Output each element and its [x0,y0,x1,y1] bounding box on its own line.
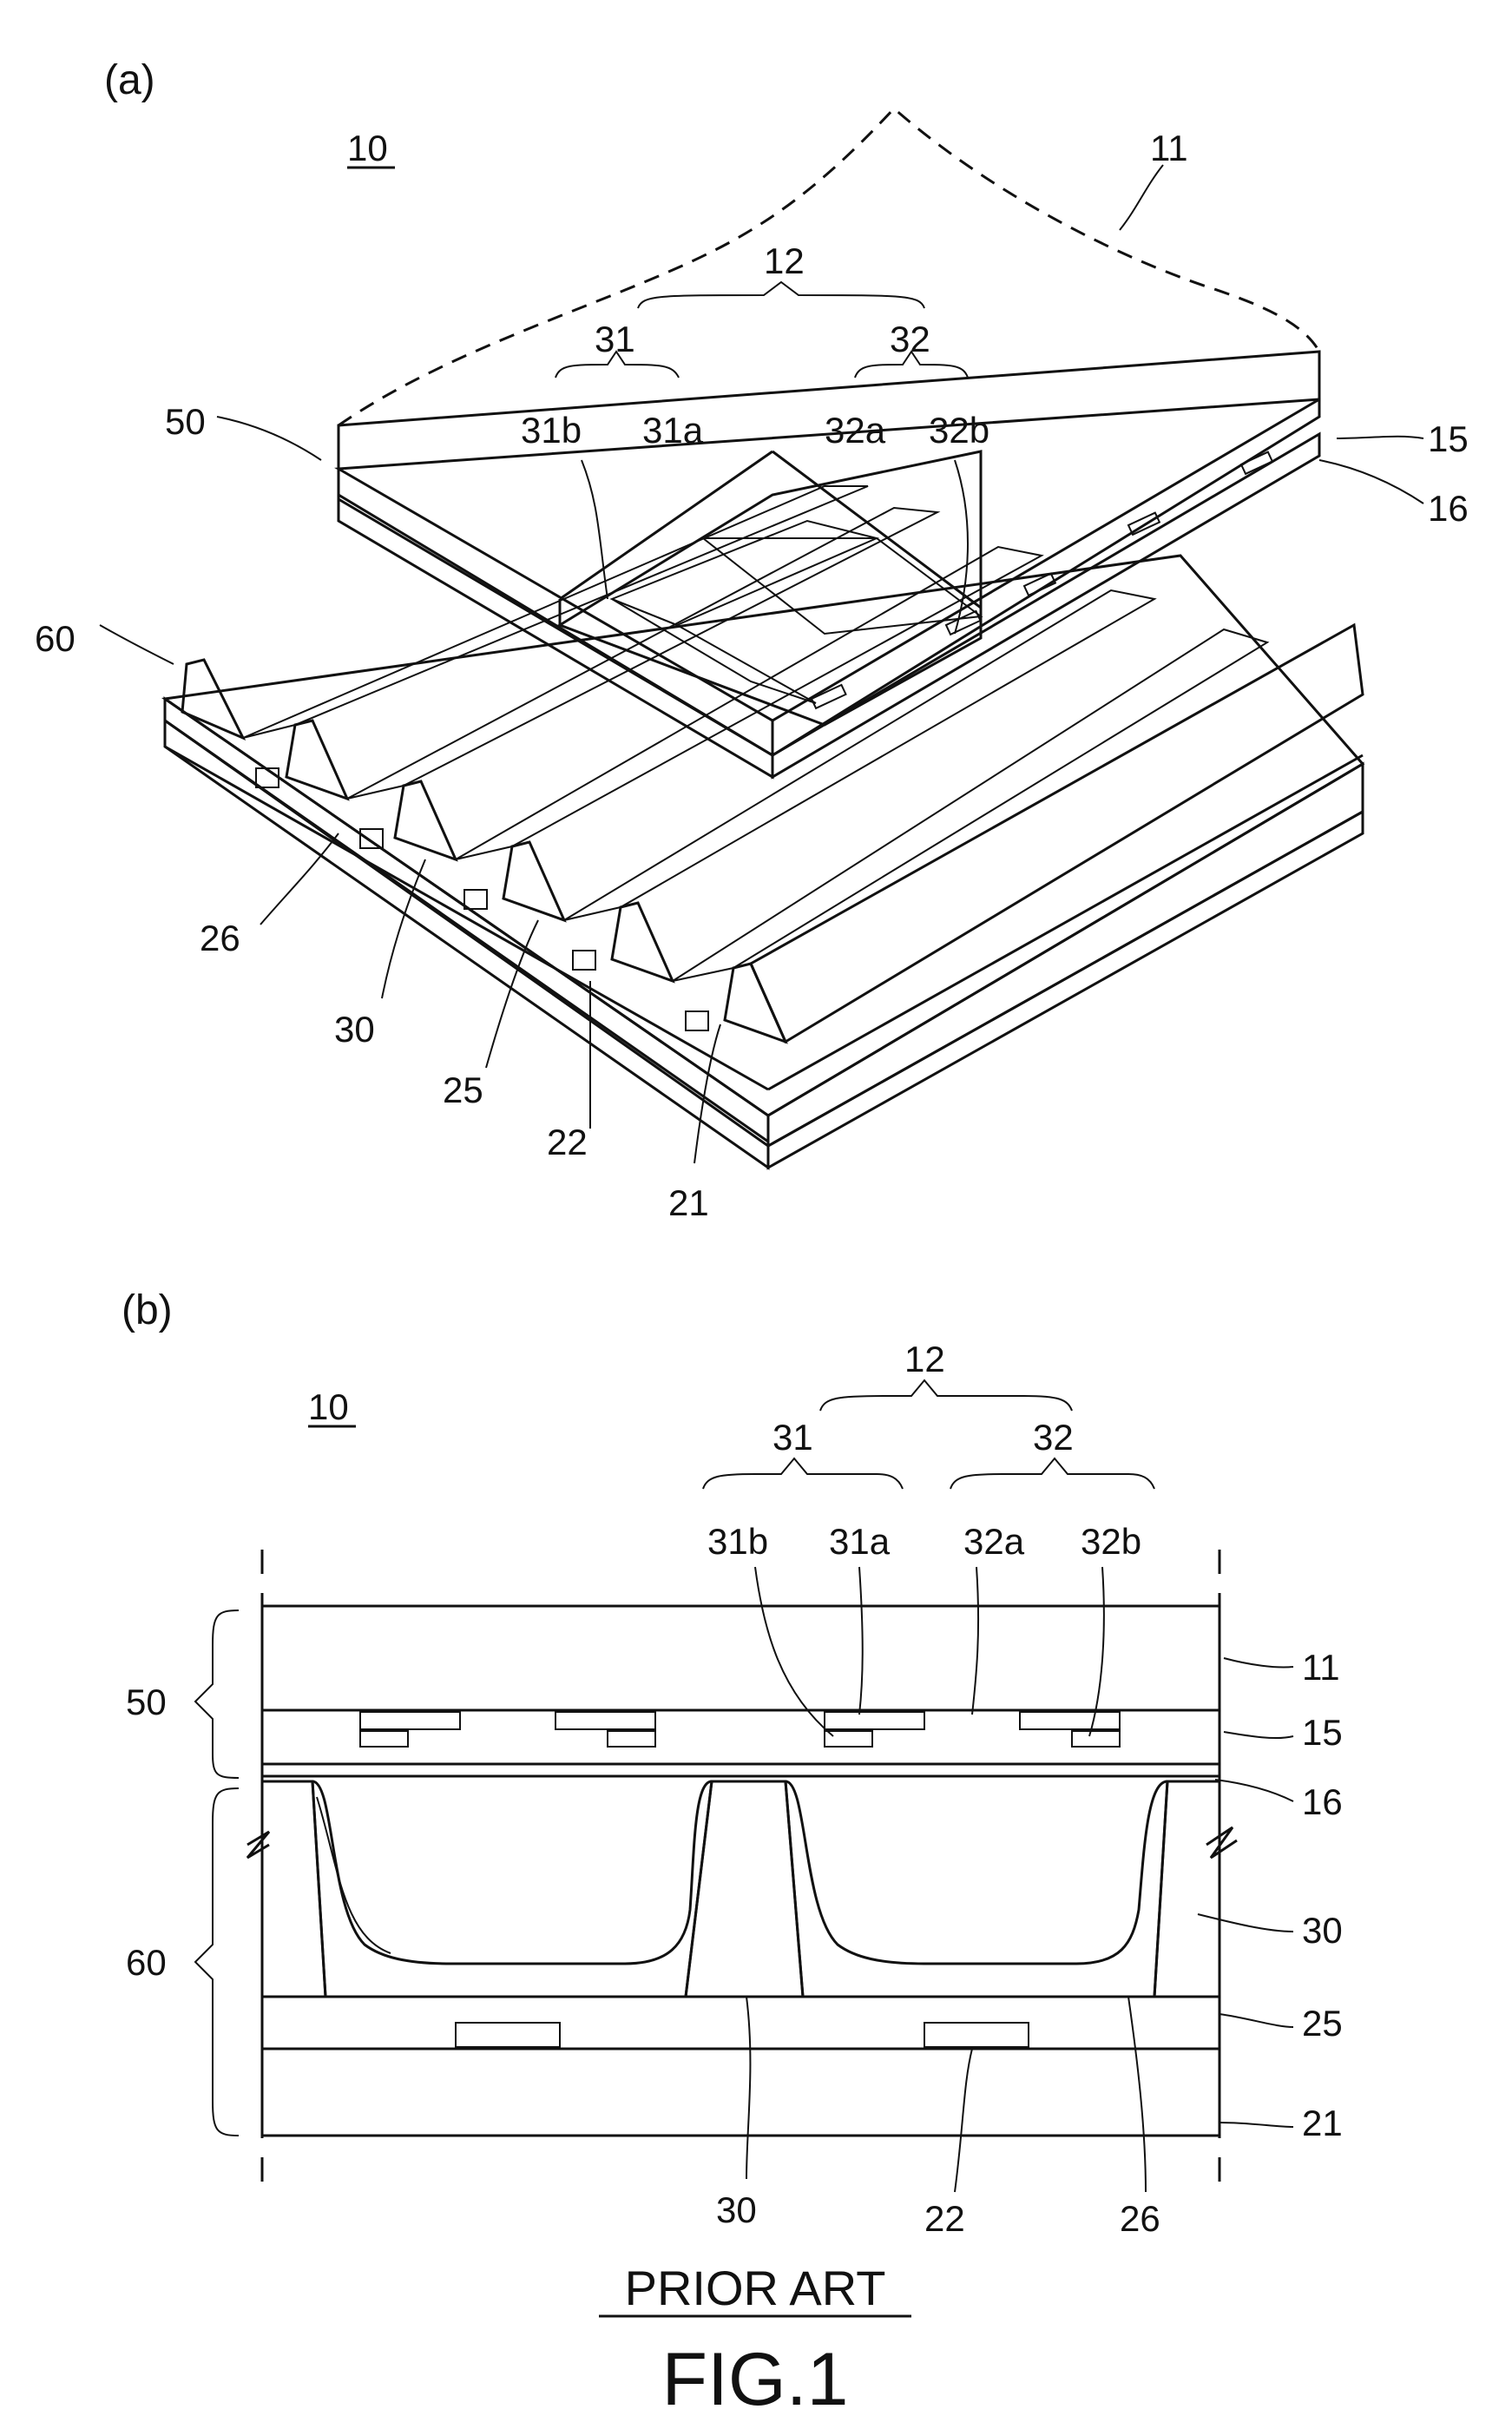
label-b-16: 16 [1302,1781,1343,1822]
label-a-31: 31 [595,319,635,359]
label-a-60: 60 [35,618,76,659]
caption-prior-art: PRIOR ART [625,2261,886,2315]
label-a-11: 11 [1150,128,1188,168]
label-b-25: 25 [1302,2003,1343,2044]
label-a-31b: 31b [521,410,582,451]
label-b-32: 32 [1033,1417,1074,1458]
rear-substrate-21 [262,2049,1219,2136]
panel-a-drawing: 10 11 12 31 32 31b 31a 32a 32b 50 15 16 … [35,109,1469,1223]
label-a-32a: 32a [825,410,886,451]
label-a-30: 30 [334,1009,375,1050]
label-a-32: 32 [890,319,930,359]
label-b-30-bottom: 30 [716,2189,757,2230]
label-b-21: 21 [1302,2103,1343,2143]
label-a-32b: 32b [929,410,989,451]
label-a-21: 21 [668,1182,709,1223]
panel-a-label: (a) [104,57,155,103]
panel-b-label: (b) [122,1287,173,1333]
panel-b-drawing: 10 12 31 32 31b 31a 32a 32b 50 60 11 15 … [126,1339,1343,2239]
label-a-15: 15 [1428,418,1469,459]
label-b-30-right: 30 [1302,1910,1343,1951]
protective-layer-16 [262,1764,1219,1776]
label-a-25: 25 [443,1070,483,1110]
label-b-31a: 31a [829,1521,891,1562]
label-b-32a: 32a [963,1521,1025,1562]
label-a-50: 50 [165,401,206,442]
label-a-16: 16 [1428,488,1469,529]
leader-lines-a [100,165,1423,1163]
address-electrode-22-left [456,2023,560,2047]
dielectric-layer-15 [262,1710,1219,1764]
rear-panel-60-body [165,556,1363,1168]
label-b-12: 12 [904,1339,945,1379]
label-b-32b: 32b [1081,1521,1141,1562]
address-electrode-22-right [924,2023,1029,2047]
label-b-31b: 31b [707,1521,768,1562]
caption-fig: FIG.1 [661,2338,848,2421]
label-a-22: 22 [547,1122,588,1162]
leader-lines-b [746,1567,1293,2192]
label-b-26: 26 [1120,2198,1160,2239]
label-b-22: 22 [924,2198,965,2239]
display-electrodes [360,1712,1120,1747]
label-b-10: 10 [308,1386,349,1427]
front-substrate-11 [262,1606,1219,1710]
label-b-50: 50 [126,1682,167,1722]
label-b-15: 15 [1302,1712,1343,1753]
label-b-11: 11 [1302,1647,1340,1688]
label-a-26: 26 [200,918,240,958]
label-a-10: 10 [347,128,388,168]
label-b-31: 31 [772,1417,813,1458]
dielectric-layer-25 [262,1997,1219,2049]
cells-b [262,1781,1219,1997]
label-a-12: 12 [764,240,805,281]
label-b-60: 60 [126,1942,167,1983]
label-a-31a: 31a [642,410,704,451]
